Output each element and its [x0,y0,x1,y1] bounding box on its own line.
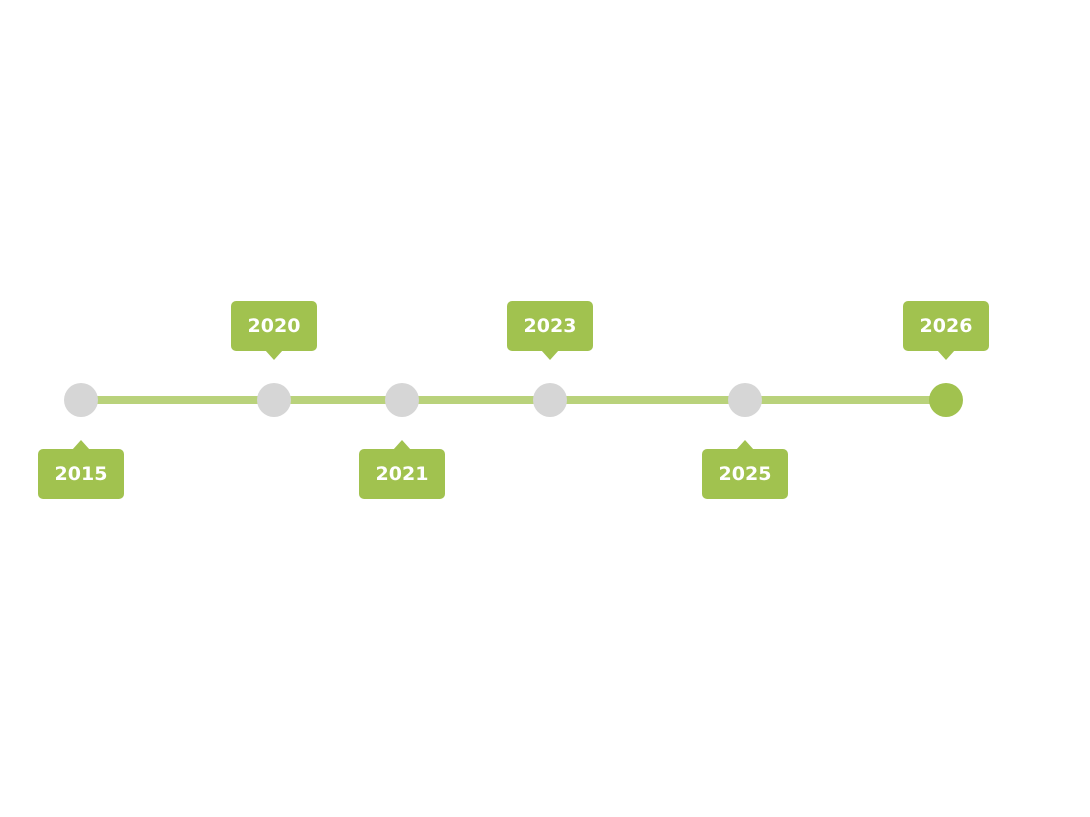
milestone-year-2025: 2025 [702,440,788,499]
milestone-node-2026 [929,383,963,417]
milestone-node-2023 [533,383,567,417]
milestone-node-2025 [728,383,762,417]
milestone-year-2026: 2026 [903,301,989,360]
milestone-year-2015: 2015 [38,440,124,499]
milestone-node-2021 [385,383,419,417]
milestone-year-2023: 2023 [507,301,593,360]
milestone-year-2021: 2021 [359,440,445,499]
milestone-node-2020 [257,383,291,417]
milestone-year-2020: 2020 [231,301,317,360]
timeline-track [81,396,947,404]
milestone-node-2015 [64,383,98,417]
